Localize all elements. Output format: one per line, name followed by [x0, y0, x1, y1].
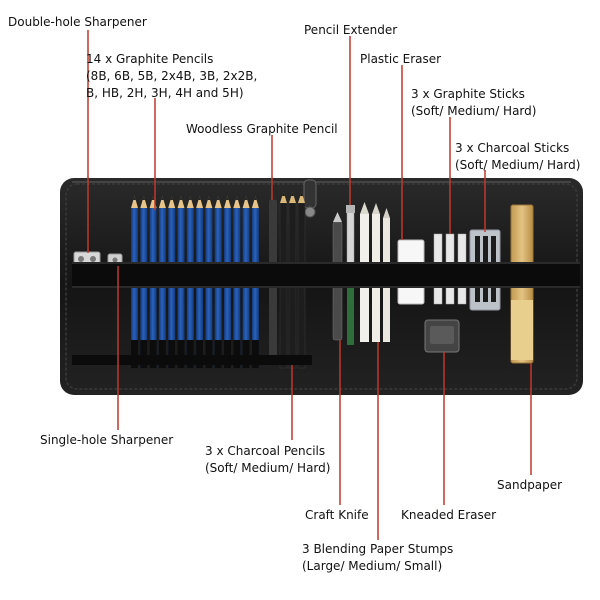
zipper-pull[interactable]: [303, 179, 317, 218]
elastic-straps: [72, 262, 580, 365]
label-single-hole-sharpener: Single-hole Sharpener: [40, 433, 174, 447]
label-graphite-sticks-line2: (Soft/ Medium/ Hard): [411, 104, 537, 118]
label-plastic-eraser: Plastic Eraser: [360, 52, 442, 66]
label-blending-stumps-line1: 3 Blending Paper Stumps: [302, 542, 454, 556]
callout-leader-lines: [87, 30, 532, 540]
label-graphite-pencils-line1: 14 x Graphite Pencils: [86, 52, 214, 66]
label-charcoal-pencils-line2: (Soft/ Medium/ Hard): [205, 461, 331, 475]
label-graphite-pencils-line2: (8B, 6B, 5B, 2x4B, 3B, 2x2B,: [86, 69, 258, 83]
label-blending-stumps-line2: (Large/ Medium/ Small): [302, 559, 443, 573]
label-sandpaper: Sandpaper: [497, 478, 563, 492]
label-pencil-extender: Pencil Extender: [304, 23, 398, 37]
kneaded-eraser: [424, 319, 460, 353]
label-kneaded-eraser: Kneaded Eraser: [401, 508, 497, 522]
label-charcoal-pencils-line1: 3 x Charcoal Pencils: [205, 444, 326, 458]
label-graphite-pencils-line3: B, HB, 2H, 3H, 4H and 5H): [86, 86, 244, 100]
label-woodless-graphite-pencil: Woodless Graphite Pencil: [186, 122, 338, 136]
label-graphite-sticks-line1: 3 x Graphite Sticks: [411, 87, 525, 101]
label-double-hole-sharpener: Double-hole Sharpener: [8, 15, 147, 29]
label-charcoal-sticks-line1: 3 x Charcoal Sticks: [455, 141, 570, 155]
label-charcoal-sticks-line2: (Soft/ Medium/ Hard): [455, 158, 581, 172]
label-craft-knife: Craft Knife: [305, 508, 369, 522]
